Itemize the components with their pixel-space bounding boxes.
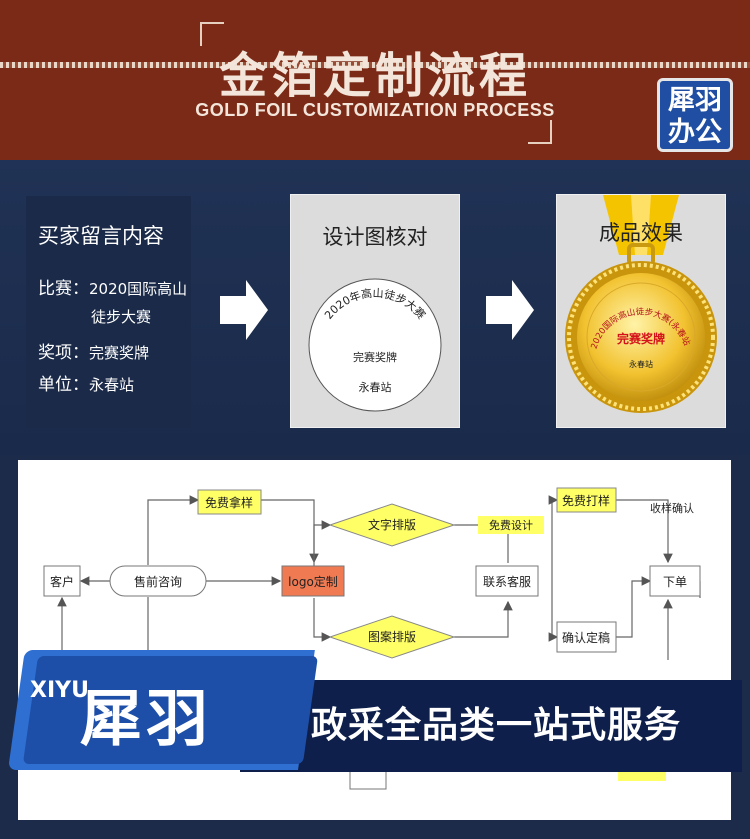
buyer-row-label: 奖项： xyxy=(38,343,89,363)
node-free-design-label: 免费设计 xyxy=(489,518,533,532)
node-confirm-draft xyxy=(556,621,617,653)
medal-unit-text: 永春站 xyxy=(629,359,653,369)
node-text-layout xyxy=(328,503,456,547)
design-award-text: 完赛奖牌 xyxy=(353,350,397,364)
buyer-row-label: 比赛： xyxy=(38,279,89,299)
node-free-sample xyxy=(197,489,262,515)
banner-decorative-strip xyxy=(0,62,750,68)
node-free-design xyxy=(478,516,544,534)
gold-medal: 2020国际高山徒步大赛(永春站) 完赛奖牌 永春站 xyxy=(563,259,717,413)
node-presale-label: 售前咨询 xyxy=(134,574,182,589)
title-bracket-top-left xyxy=(200,22,224,46)
node-customer-label: 客户 xyxy=(50,574,74,589)
buyer-row-match: 比赛：2020国际高山 xyxy=(38,274,187,299)
brand-logo-line2: 办公 xyxy=(668,117,722,148)
promo-xiyu-text: XIYU xyxy=(30,680,89,702)
buyer-row-match-cont: 徒步大赛 xyxy=(91,306,151,327)
design-unit-text: 永春站 xyxy=(359,380,392,394)
node-logo-custom-label: logo定制 xyxy=(288,574,338,589)
brand-logo: 犀羽 办公 xyxy=(657,78,733,152)
flowchart-diagram: 客户 售前咨询 免费拿样 logo定制 文字排版 图案排版 免费设计 联系客服 … xyxy=(43,487,701,790)
node-text-layout-label: 文字排版 xyxy=(368,517,416,532)
result-panel: 成品效果 2020国际高山徒步大赛(永春站) 完赛奖牌 永春站 xyxy=(556,194,726,428)
buyer-row-value: 2020国际高山 xyxy=(89,280,188,298)
arrow-right-icon xyxy=(220,280,268,340)
buyer-message-title: 买家留言内容 xyxy=(38,224,164,248)
node-free-proof xyxy=(556,487,617,513)
buyer-row-value: 永春站 xyxy=(89,376,135,394)
node-order-label: 下单 xyxy=(663,575,687,589)
node-free-sample-label: 免费拿样 xyxy=(205,495,253,510)
title-bracket-bottom-right xyxy=(528,120,552,144)
page-title: 金箔定制流程 xyxy=(218,48,531,104)
buyer-row-label: 单位： xyxy=(38,375,89,395)
promo-banner: XIYU 犀羽 政采全品类一站式服务 xyxy=(0,650,750,778)
brand-logo-line1: 犀羽 xyxy=(668,85,722,116)
page-subtitle: GOLD FOIL CUSTOMIZATION PROCESS xyxy=(195,100,555,120)
promo-slogan-bar xyxy=(240,680,742,772)
node-confirm-draft-label: 确认定稿 xyxy=(562,630,610,645)
medal-award-text: 完赛奖牌 xyxy=(617,331,665,346)
buyer-row-award: 奖项：完赛奖牌 xyxy=(38,338,149,363)
node-contact-service-label: 联系客服 xyxy=(483,574,531,589)
arrow-right-icon xyxy=(486,280,534,340)
node-pattern-layout-label: 图案排版 xyxy=(368,629,416,644)
node-presale xyxy=(109,565,207,597)
medal-ribbon-icon xyxy=(603,195,679,265)
design-draft-circle: 2020年高山徒步大赛 完赛奖牌 永春站 xyxy=(308,278,442,412)
design-check-title: 设计图核对 xyxy=(322,225,428,249)
node-contact-service xyxy=(475,565,539,597)
node-receive-confirm-label: 收样确认 xyxy=(650,501,694,515)
node-customer xyxy=(43,565,81,597)
buyer-row-value: 徒步大赛 xyxy=(91,308,152,326)
buyer-message-panel: 买家留言内容 比赛：2020国际高山 徒步大赛 奖项：完赛奖牌 单位：永春站 xyxy=(26,196,191,428)
design-check-panel: 设计图核对 2020年高山徒步大赛 完赛奖牌 永春站 xyxy=(290,194,460,428)
process-steps: 买家留言内容 比赛：2020国际高山 徒步大赛 奖项：完赛奖牌 单位：永春站 设… xyxy=(0,160,750,455)
buyer-row-unit: 单位：永春站 xyxy=(38,370,134,395)
promo-brand-text: 犀羽 xyxy=(80,682,213,755)
buyer-row-value: 完赛奖牌 xyxy=(89,344,150,362)
node-free-proof-label: 免费打样 xyxy=(562,493,610,508)
node-logo-custom xyxy=(281,565,345,597)
promo-slogan-text: 政采全品类一站式服务 xyxy=(310,705,681,746)
node-order xyxy=(649,565,701,597)
node-pattern-layout xyxy=(328,615,456,659)
header-banner: 金箔定制流程 GOLD FOIL CUSTOMIZATION PROCESS 犀… xyxy=(0,0,750,160)
result-title: 成品效果 xyxy=(599,221,683,245)
